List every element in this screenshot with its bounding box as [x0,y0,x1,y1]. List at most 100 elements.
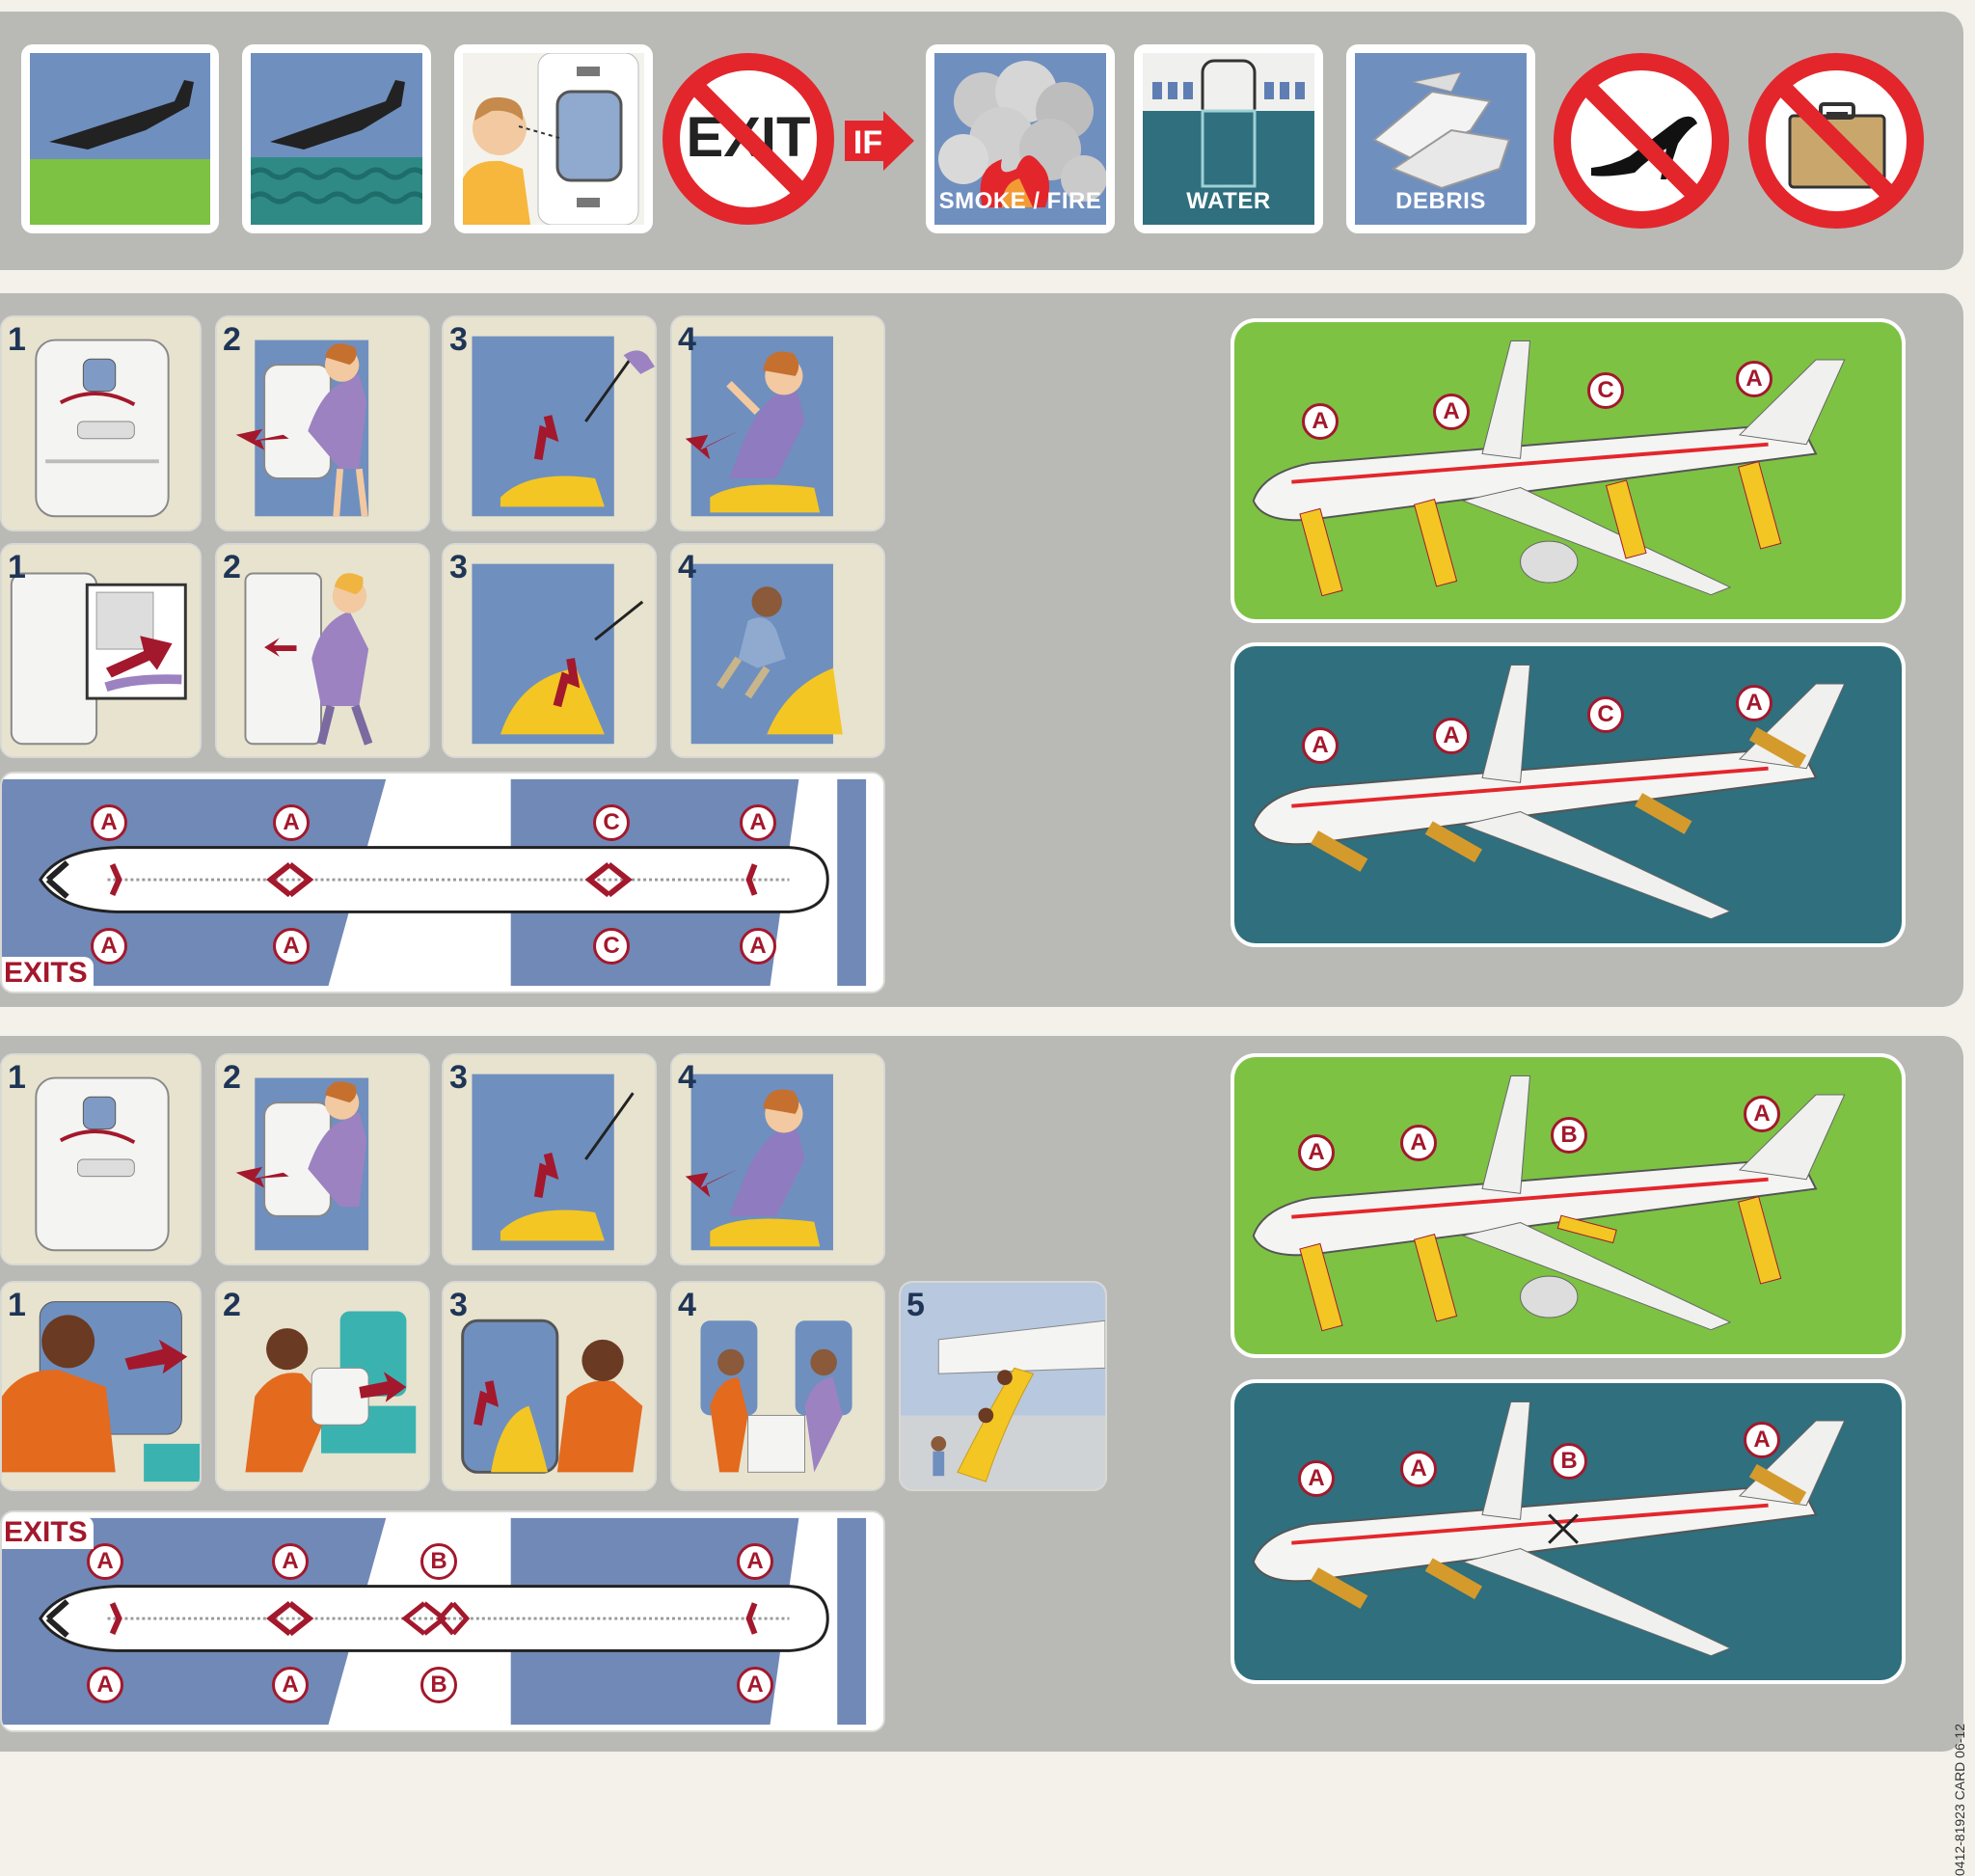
exit-letter-a: A [740,804,776,841]
attendant-pushing-door-illustration [217,545,428,756]
brace-position-illustration [672,317,883,530]
smoke-fire-label: SMOKE / FIRE [938,188,1102,214]
debris-tile: DEBRIS [1346,44,1535,233]
window-exit-step-3-tile: 3 [442,1281,657,1491]
attendant-opening-door-illustration [217,1055,428,1264]
step-number: 1 [8,1287,26,1323]
exit-letter-a: A [91,804,127,841]
exit-letter-c: C [593,928,630,965]
aircraft-slides-land-illustration [1234,322,1902,619]
exit-letter-b: B [420,1667,457,1703]
water-landing-tile [242,44,431,233]
smoke-fire-tile: SMOKE / FIRE [926,44,1115,233]
exit-map-2: A A B A A A B A EXITS [0,1510,885,1732]
exit-letter-a: A [1302,403,1339,440]
if-arrow: IF [845,111,914,171]
overwing-step-2-tile: 2 [215,543,430,758]
exit-letter-a: A [1433,718,1470,754]
water-evacuation-diagram-2: A A B A [1231,1379,1906,1684]
exit-letter-a: A [1302,727,1339,764]
water-evacuation-diagram-1: A A C A [1231,642,1906,947]
step-number: 3 [449,549,468,585]
overwing-step-1-tile: 1 [0,543,202,758]
exit-letter-a: A [737,1543,773,1580]
water-tile: WATER [1134,44,1323,233]
land-evacuation-diagram-2: A A B A [1231,1053,1906,1358]
no-high-heels-sign [1553,52,1730,230]
step-number: 2 [223,321,241,358]
passengers-exiting-window-illustration [672,1283,883,1489]
door-step-4-tile: 4 [670,1053,885,1265]
exit-letter-b: B [420,1543,457,1580]
exit-letter-a: A [737,1667,773,1703]
land-landing-tile [21,44,219,233]
door-step-1-tile: 1 [0,315,202,531]
attendant-opening-door-illustration [217,317,428,530]
no-baggage-sign [1747,52,1925,230]
overwing-step-3-tile: 3 [442,543,657,758]
slide-pull-illustration [444,1055,655,1264]
exit-letter-a: A [272,1543,309,1580]
door-handle-illustration [2,545,200,756]
exit-letter-a: A [1400,1451,1437,1487]
step-number: 1 [8,549,26,585]
exit-letter-a: A [87,1543,123,1580]
look-outside-tile [454,44,653,233]
brace-position-illustration [672,1055,883,1264]
card-code: 0412-81923 CARD 06-12 [1952,1724,1967,1876]
exit-letter-a: A [273,804,310,841]
exit-map-1: A A C A A A C A EXITS [0,772,885,993]
step-number: 2 [223,549,241,585]
exit-letter-a: A [273,928,310,965]
exit-letter-a: A [1400,1125,1437,1161]
exits-label: EXITS [2,957,94,990]
closed-door-illustration [2,317,200,530]
exit-letter-a: A [1298,1460,1335,1497]
passenger-window-icon [463,53,644,225]
passenger-pulling-handle-illustration [2,1283,200,1489]
door-step-2-tile: 2 [215,315,430,531]
step-number: 2 [223,1059,241,1096]
slide-pull-illustration [444,317,655,530]
exit-letter-a: A [272,1667,309,1703]
sliding-down-wing-slide-illustration [901,1283,1105,1489]
exit-letter-a: A [1736,685,1772,721]
exit-letter-b: B [1551,1443,1587,1480]
plane-over-water-icon [251,53,422,225]
exit-letter-b: B [1551,1117,1587,1154]
slide-inflation-illustration [444,545,655,756]
exit-letter-a: A [1433,394,1470,430]
window-exit-step-1-tile: 1 [0,1281,202,1491]
exit-letter-a: A [87,1667,123,1703]
step-number: 3 [449,1287,468,1323]
if-word: IF [853,124,882,161]
debris-label: DEBRIS [1395,188,1486,214]
exit-letter-a: A [1298,1134,1335,1171]
step-number: 2 [223,1287,241,1323]
step-number: 4 [678,1287,696,1323]
exit-letter-c: C [1587,372,1624,409]
exit-letter-a: A [1744,1422,1780,1458]
smoke-fire-icon [934,53,1106,225]
door-step-1-tile: 1 [0,1053,202,1265]
door-step-3-tile: 3 [442,1053,657,1265]
exit-letter-a: A [1736,361,1772,397]
land-evacuation-diagram-1: A A C A [1231,318,1906,623]
step-number: 4 [678,549,696,585]
step-number: 1 [8,1059,26,1096]
water-icon [1143,53,1314,225]
step-number: 3 [449,321,468,358]
exit-letter-a: A [1744,1096,1780,1132]
window-exit-step-2-tile: 2 [215,1281,430,1491]
door-step-3-tile: 3 [442,315,657,531]
step-number: 5 [906,1287,925,1323]
exits-label: EXITS [2,1516,94,1549]
exit-letter-a: A [740,928,776,965]
exit-letter-a: A [91,928,127,965]
water-label: WATER [1186,188,1271,214]
step-number: 4 [678,321,696,358]
step-number: 1 [8,321,26,358]
step-number: 3 [449,1059,468,1096]
removing-window-hatch-illustration [217,1283,428,1489]
debris-icon [1355,53,1527,225]
